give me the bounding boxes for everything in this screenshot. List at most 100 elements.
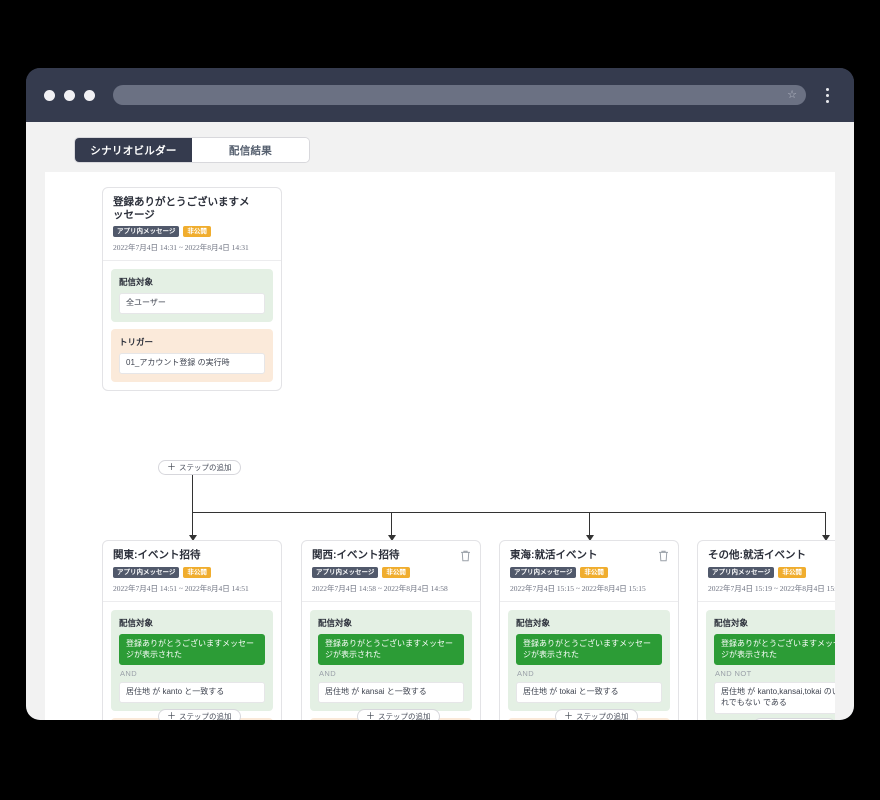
connector-branch-4 — [825, 512, 827, 538]
scenario-node-kanto-event[interactable]: 関東:イベント招待 アプリ内メッセージ 非公開 2022年7月4日 14:51 … — [102, 540, 282, 720]
node-body: 配信対象 登録ありがとうございますメッセージが表示された AND 居住地 が k… — [302, 602, 480, 720]
node-date-range: 2022年7月4日 14:58 ~ 2022年8月4日 14:58 — [312, 583, 448, 593]
add-step-button-root[interactable]: ＋ ステップの追加 — [158, 460, 241, 475]
badge-message-type: アプリ内メッセージ — [510, 566, 577, 578]
node-header: 登録ありがとうございますメッセージ アプリ内メッセージ 非公開 2022年7月4… — [103, 188, 281, 260]
node-body: 配信対象 登録ありがとうございますメッセージが表示された AND 居住地 が t… — [500, 602, 678, 720]
target-block: 配信対象 登録ありがとうございますメッセージが表示された AND 居住地 が k… — [111, 609, 273, 712]
add-step-label: ステップの追加 — [179, 712, 232, 720]
status-badge: 非公開 — [778, 566, 806, 578]
trigger-block: トリガー 01_アカウント登録 の実行時 — [111, 329, 273, 382]
connector-root-stem — [192, 475, 194, 513]
close-window-dot[interactable] — [44, 89, 55, 101]
scenario-node-kansai-event[interactable]: 関西:イベント招待 アプリ内メッセージ 非公開 2022年7月4日 14:58 … — [301, 540, 481, 720]
scenario-node-other-event[interactable]: その他:就活イベント アプリ内メッセージ 非公開 2022年7月4日 15:19… — [697, 540, 835, 720]
condition-operator: AND NOT — [715, 669, 752, 679]
node-title: 登録ありがとうございますメッセージ — [113, 196, 250, 221]
node-badges: アプリ内メッセージ 非公開 — [113, 566, 271, 578]
page-viewport: シナリオビルダー 配信結果 登 — [26, 122, 854, 720]
plus-icon: ＋ — [167, 711, 177, 721]
tab-scenario-builder-label: シナリオビルダー — [90, 144, 177, 157]
target-block: 配信対象 登録ありがとうございますメッセージが表示された AND 居住地 が k… — [310, 609, 472, 712]
target-condition-primary[interactable]: 登録ありがとうございますメッセージが表示された — [119, 633, 265, 666]
target-block: 配信対象 登録ありがとうございますメッセージが表示された AND 居住地 が t… — [508, 609, 670, 712]
target-condition-primary[interactable]: 登録ありがとうございますメッセージが表示された — [318, 633, 464, 666]
target-condition-secondary[interactable]: 居住地 が tokai と一致する — [516, 682, 662, 704]
target-block: 配信対象 全ユーザー — [111, 269, 273, 323]
node-badges: アプリ内メッセージ 非公開 — [708, 566, 835, 578]
node-badges: アプリ内メッセージ 非公開 — [312, 566, 470, 578]
node-body: 配信対象 登録ありがとうございますメッセージが表示された AND NOT 居住地… — [698, 602, 835, 720]
scenario-canvas[interactable]: 登録ありがとうございますメッセージ アプリ内メッセージ 非公開 2022年7月4… — [45, 172, 835, 720]
add-step-label: ステップの追加 — [576, 712, 629, 720]
connector-arrow-2 — [388, 535, 396, 541]
target-block-label: 配信対象 — [119, 617, 154, 628]
node-body: 配信対象 登録ありがとうございますメッセージが表示された AND 居住地 が k… — [103, 602, 281, 720]
node-body: 配信対象 全ユーザー トリガー 01_アカウント登録 の実行時 — [103, 261, 281, 390]
plus-icon: ＋ — [167, 462, 177, 472]
trash-icon[interactable] — [657, 549, 670, 563]
add-step-button-kansai-event[interactable]: ＋ ステップの追加 — [357, 709, 440, 720]
scenario-node-tokai-event[interactable]: 東海:就活イベント アプリ内メッセージ 非公開 2022年7月4日 15:15 … — [499, 540, 679, 720]
plus-icon: ＋ — [366, 711, 376, 721]
status-badge: 非公開 — [183, 226, 211, 238]
node-date-range: 2022年7月4日 14:51 ~ 2022年8月4日 14:51 — [113, 583, 249, 593]
badge-message-type: アプリ内メッセージ — [113, 226, 180, 238]
badge-message-type: アプリ内メッセージ — [312, 566, 379, 578]
target-condition-secondary[interactable]: 居住地 が kanto と一致する — [119, 682, 265, 704]
add-step-button-kanto-event[interactable]: ＋ ステップの追加 — [158, 709, 241, 720]
node-date-range: 2022年7月4日 15:19 ~ 2022年8月4日 15:19 — [708, 583, 835, 593]
add-step-button-tokai-event[interactable]: ＋ ステップの追加 — [555, 709, 638, 720]
target-condition-primary[interactable]: 登録ありがとうございますメッセージが表示された — [714, 633, 835, 666]
add-step-label: ステップの追加 — [378, 712, 431, 720]
tab-scenario-builder[interactable]: シナリオビルダー — [75, 138, 192, 162]
node-title: その他:就活イベント — [708, 549, 806, 561]
connector-branch-bar — [192, 512, 826, 514]
view-tabs: シナリオビルダー 配信結果 — [75, 138, 309, 162]
trigger-condition[interactable]: 01_アカウント登録 の実行時 — [119, 353, 265, 374]
target-block-label: 配信対象 — [516, 617, 551, 628]
browser-chrome-bar: ☆ — [26, 68, 854, 122]
node-date-range: 2022年7月4日 14:31 ~ 2022年8月4日 14:31 — [113, 243, 249, 253]
node-title: 東海:就活イベント — [510, 549, 598, 561]
node-badges: アプリ内メッセージ 非公開 — [510, 566, 668, 578]
node-header: 関東:イベント招待 アプリ内メッセージ 非公開 2022年7月4日 14:51 … — [103, 541, 281, 601]
trash-icon[interactable] — [459, 549, 472, 563]
target-condition-primary[interactable]: 登録ありがとうございますメッセージが表示された — [516, 633, 662, 666]
badge-message-type: アプリ内メッセージ — [708, 566, 775, 578]
target-condition[interactable]: 全ユーザー — [119, 293, 265, 315]
add-step-label: ステップの追加 — [179, 463, 232, 472]
tab-delivery-results[interactable]: 配信結果 — [192, 138, 309, 162]
connector-branch-2 — [391, 512, 393, 538]
kebab-menu-icon[interactable] — [814, 81, 840, 109]
plus-icon: ＋ — [564, 711, 574, 721]
target-block-label: 配信対象 — [119, 277, 154, 288]
connector-branch-1 — [192, 512, 194, 538]
connector-arrow-3 — [586, 535, 594, 541]
maximize-window-dot[interactable] — [84, 89, 95, 101]
status-badge: 非公開 — [183, 566, 211, 578]
condition-operator: AND — [120, 669, 138, 679]
target-block-label: 配信対象 — [714, 617, 749, 628]
condition-operator: AND — [517, 669, 535, 679]
node-title: 関東:イベント招待 — [113, 549, 201, 561]
divider — [500, 600, 678, 602]
scenario-node-root[interactable]: 登録ありがとうございますメッセージ アプリ内メッセージ 非公開 2022年7月4… — [102, 187, 282, 391]
connector-arrow-4 — [822, 535, 830, 541]
window-traffic-lights[interactable] — [44, 89, 95, 101]
divider — [698, 600, 835, 602]
status-badge: 非公開 — [580, 566, 608, 578]
browser-window: ☆ シナリオビルダー 配信結果 — [26, 68, 854, 720]
add-step-button-other-event[interactable]: ＋ ステップの追加 — [753, 718, 835, 720]
divider — [103, 600, 281, 602]
target-condition-secondary[interactable]: 居住地 が kanto,kansai,tokai のいずれでもない である — [714, 682, 835, 714]
address-bar[interactable]: ☆ — [113, 85, 806, 105]
status-badge: 非公開 — [382, 566, 410, 578]
target-condition-secondary[interactable]: 居住地 が kansai と一致する — [318, 682, 464, 704]
target-block: 配信対象 登録ありがとうございますメッセージが表示された AND NOT 居住地… — [706, 609, 835, 720]
minimize-window-dot[interactable] — [64, 89, 75, 101]
node-date-range: 2022年7月4日 15:15 ~ 2022年8月4日 15:15 — [510, 583, 646, 593]
trigger-block-label: トリガー — [119, 337, 154, 348]
divider — [103, 260, 281, 262]
bookmark-star-icon[interactable]: ☆ — [787, 88, 797, 101]
